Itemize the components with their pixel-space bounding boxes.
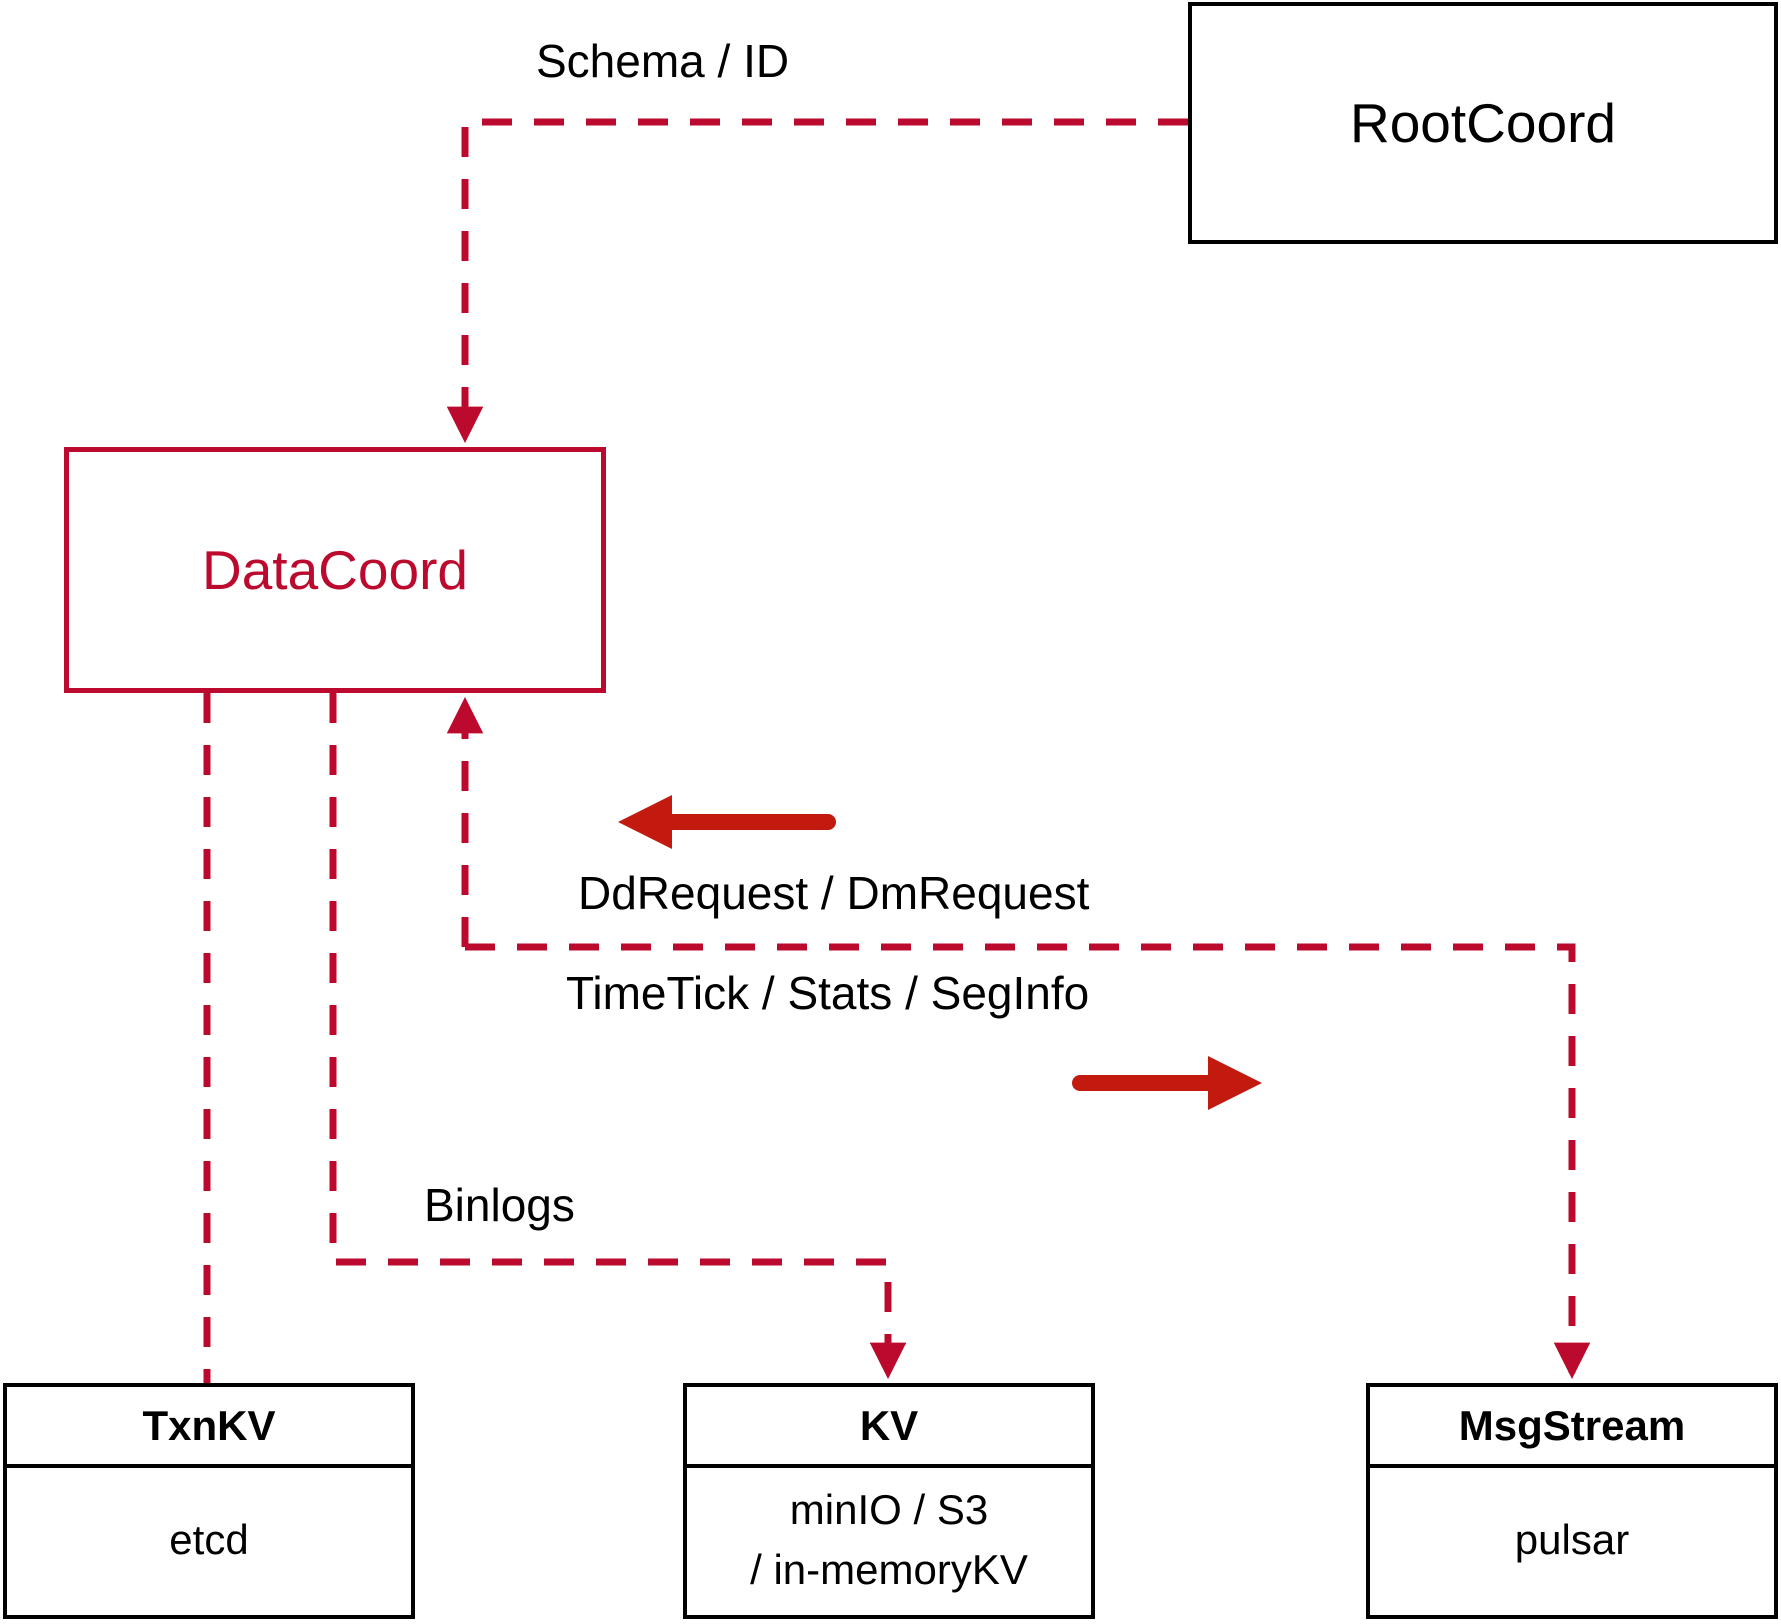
edge-schema-id <box>446 118 1188 444</box>
node-kv-body: minIO / S3 / in-memoryKV <box>687 1468 1091 1611</box>
direction-arrow-right-icon <box>1072 1056 1262 1110</box>
node-msgstream-body: pulsar <box>1370 1468 1774 1611</box>
node-kv-body-line1: minIO / S3 <box>789 1485 989 1533</box>
node-kv-body-line2: / in-memoryKV <box>750 1545 1028 1593</box>
node-datacoord[interactable]: DataCoord <box>64 447 606 693</box>
node-msgstream[interactable]: MsgStream pulsar <box>1366 1383 1778 1619</box>
edge-binlogs <box>329 693 907 1380</box>
node-kv-title: KV <box>687 1387 1091 1468</box>
node-txnkv[interactable]: TxnKV etcd <box>3 1383 415 1619</box>
node-msgstream-title: MsgStream <box>1370 1387 1774 1468</box>
direction-arrow-left-icon <box>618 795 836 849</box>
node-rootcoord-title: RootCoord <box>1350 92 1616 154</box>
node-msgstream-body-line1: pulsar <box>1514 1515 1630 1563</box>
edge-msgstream-bus <box>446 696 1591 1380</box>
node-txnkv-title: TxnKV <box>7 1387 411 1468</box>
edge-label-schema-id: Schema / ID <box>536 35 790 87</box>
node-txnkv-body: etcd <box>7 1468 411 1611</box>
edge-label-timetick-stats-seginfo: TimeTick / Stats / SegInfo <box>566 967 1090 1019</box>
edge-label-binlogs: Binlogs <box>424 1179 575 1231</box>
node-kv[interactable]: KV minIO / S3 / in-memoryKV <box>683 1383 1095 1619</box>
node-datacoord-title: DataCoord <box>202 539 468 601</box>
node-rootcoord[interactable]: RootCoord <box>1188 2 1778 244</box>
node-txnkv-body-line1: etcd <box>169 1515 249 1563</box>
edge-label-dd-dm-request: DdRequest / DmRequest <box>578 867 1090 919</box>
